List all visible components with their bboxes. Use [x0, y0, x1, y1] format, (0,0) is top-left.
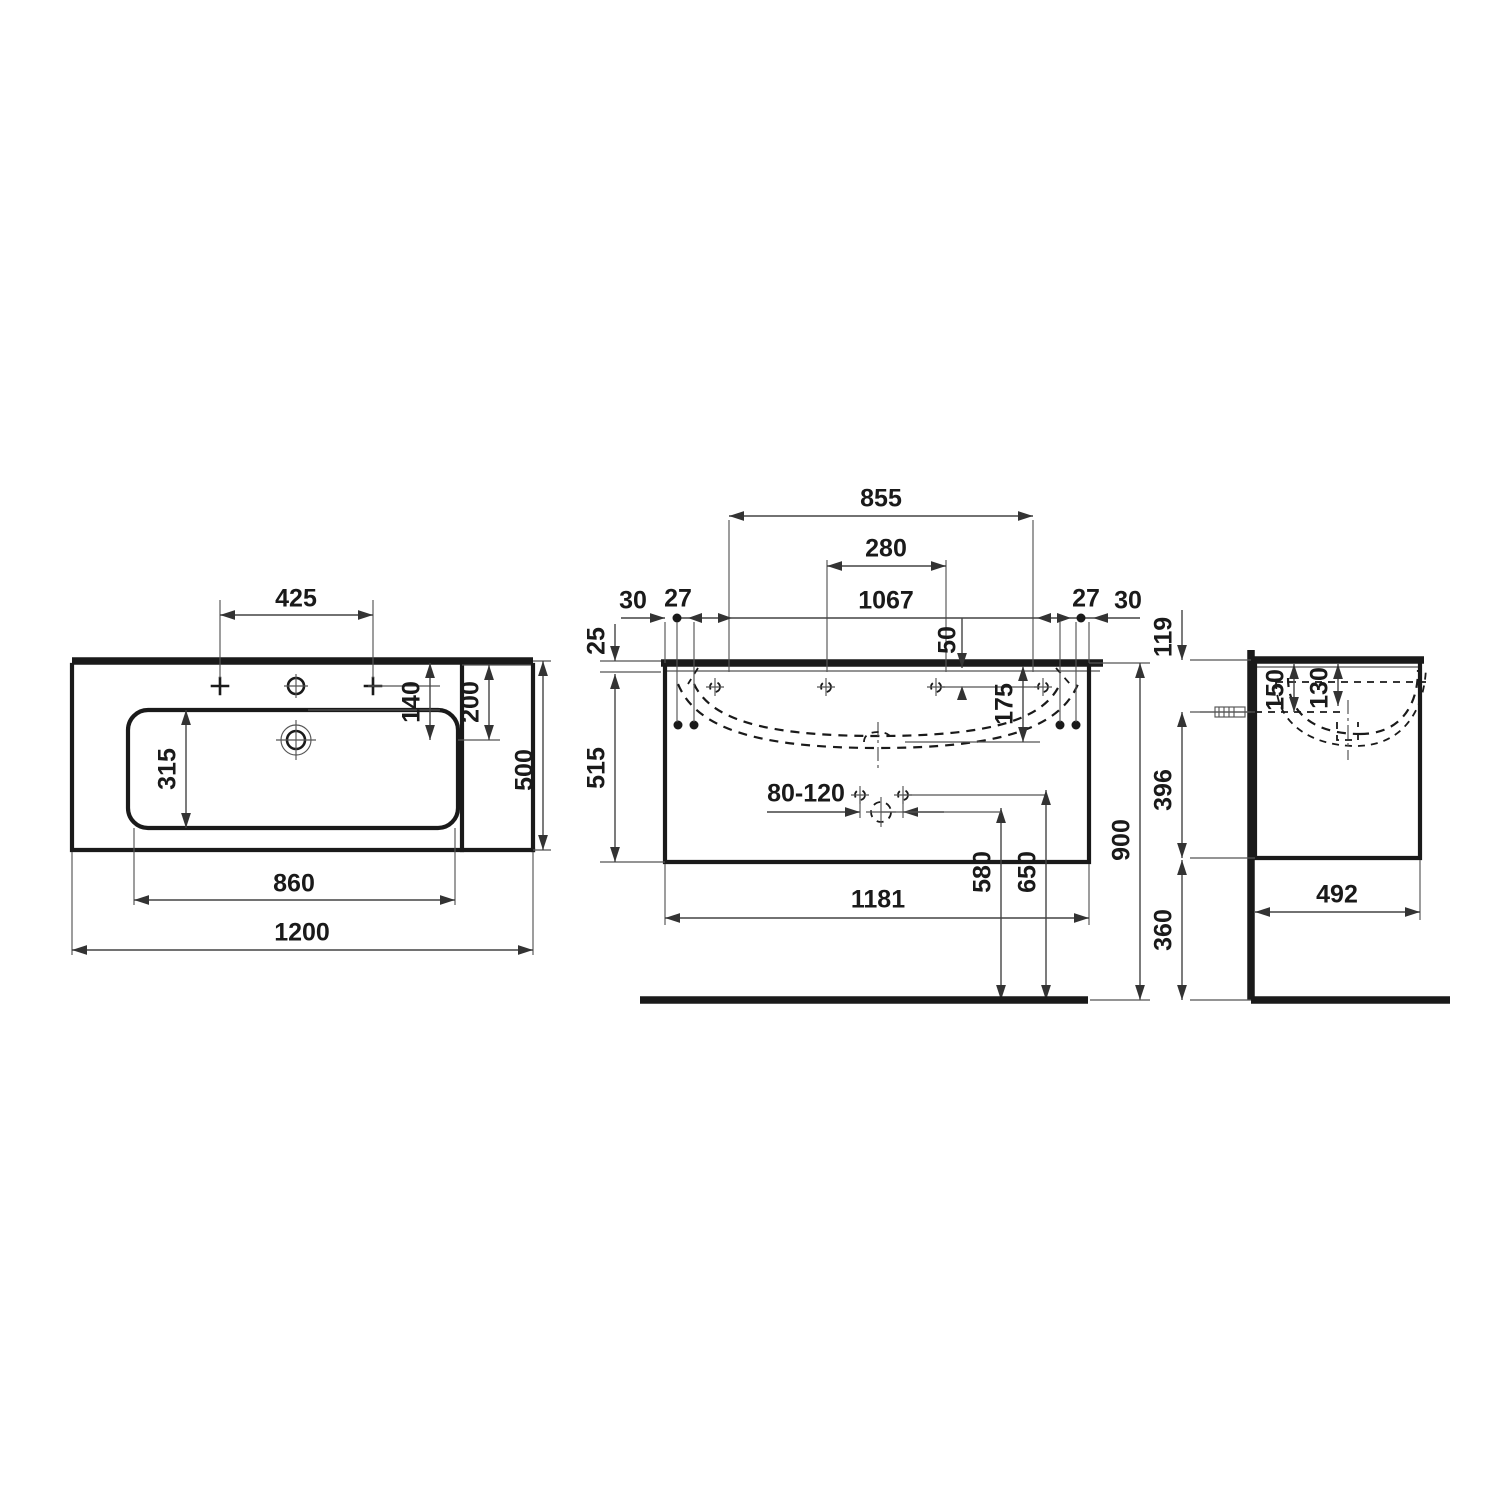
- front-elevation-group: 855 280 1067 30 27 27 30: [583, 485, 1150, 1004]
- front-bowl-edge-right: [1055, 667, 1071, 685]
- front-wall-fixing-dots-right: [1055, 720, 1081, 730]
- front-dim-650-label: 650: [1014, 851, 1042, 893]
- side-dim-492-label: 492: [1316, 881, 1358, 909]
- front-dim-25-label: 25: [583, 627, 611, 655]
- front-dim-27-right-dot: [1076, 613, 1086, 623]
- front-dim-175-label: 175: [991, 683, 1019, 725]
- front-dim-515-label: 515: [583, 747, 611, 789]
- front-dim-175-inner-arrow: [957, 686, 967, 700]
- side-drain-detail: [1336, 700, 1359, 760]
- front-dim-1067-arrow-left: [718, 613, 732, 623]
- front-dim-280-label: 280: [865, 535, 907, 563]
- front-dim-30-left-label: 30: [619, 587, 647, 615]
- front-cabinet-outline: [662, 665, 1092, 865]
- front-dim-27-left-label: 27: [664, 585, 692, 613]
- plan-dim-140-label: 140: [398, 681, 426, 723]
- front-dim-30-right-label: 30: [1114, 587, 1142, 615]
- front-drain-marker: [863, 722, 893, 768]
- front-dim-27-left-arrow: [688, 613, 702, 623]
- front-dim-1067-arrow-right: [1037, 613, 1051, 623]
- side-elevation-group: 119 150 130 396 360 492: [1150, 610, 1450, 1004]
- plan-dim-500-label: 500: [511, 749, 539, 791]
- front-dim-1181-label: 1181: [851, 886, 905, 914]
- plan-bowl-outline: [125, 707, 461, 831]
- front-dim-27-right-label: 27: [1072, 585, 1100, 613]
- front-dim-27-right-arrow: [1057, 613, 1071, 623]
- side-bowl-inner-right: [1359, 669, 1420, 736]
- plan-tap-mark-left: [210, 676, 230, 696]
- front-dim-855-label: 855: [860, 485, 902, 513]
- plan-dim-425-label: 425: [275, 585, 317, 613]
- plan-dim-1200-label: 1200: [274, 919, 330, 947]
- side-bowl-inner-left: [1286, 677, 1361, 736]
- plan-view-group: 425 200 140 315 500 860 1200: [69, 585, 551, 955]
- side-dim-119-label: 119: [1150, 617, 1178, 657]
- side-cabinet-outline: [1252, 662, 1423, 861]
- front-dim-1067-label: 1067: [858, 587, 914, 615]
- front-dim-580-label: 580: [969, 851, 997, 893]
- side-dim-360-label: 360: [1150, 909, 1178, 951]
- front-bowl-edge-left: [687, 667, 699, 685]
- front-dim-80120-label: 80-120: [767, 780, 845, 808]
- plan-body-outline: [69, 662, 465, 853]
- front-dim-900-label: 900: [1108, 819, 1136, 861]
- plan-dim-315-label: 315: [154, 748, 182, 790]
- front-dim-27-left-dot: [672, 613, 682, 623]
- front-wall-fixing-dots-left: [673, 720, 699, 730]
- side-dim-130-label: 130: [1306, 667, 1334, 709]
- side-dim-396-label: 396: [1150, 769, 1178, 811]
- plan-center-tap-hole: [284, 674, 308, 698]
- front-rim-fixing-midleft: [817, 678, 835, 696]
- side-dim-150-label: 150: [1262, 669, 1290, 711]
- plan-dim-860-label: 860: [273, 870, 315, 898]
- front-dim-50-label: 50: [934, 626, 962, 654]
- plan-drain-hole: [276, 720, 316, 760]
- plan-dim-200-label: 200: [457, 681, 485, 723]
- front-rim-fixing-left: [706, 678, 724, 696]
